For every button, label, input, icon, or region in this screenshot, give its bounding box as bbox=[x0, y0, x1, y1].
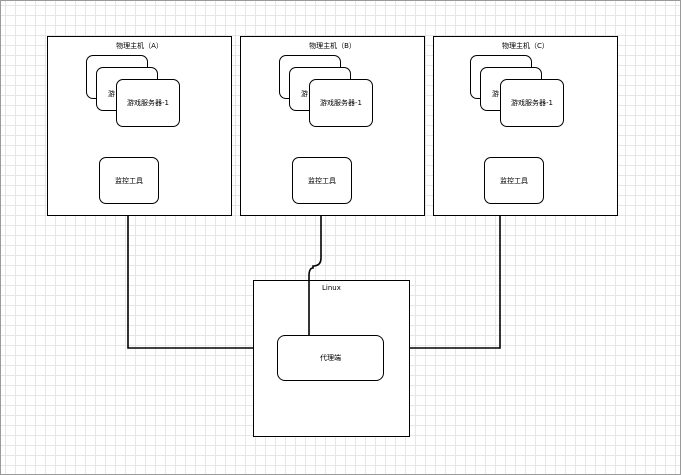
game-server-card: 游戏服务器-1 bbox=[116, 79, 180, 127]
game-server-label-peek: 游 bbox=[492, 90, 499, 98]
monitor-tool: 监控工具 bbox=[99, 157, 159, 204]
host-title: 物理主机（A） bbox=[116, 42, 163, 50]
monitor-tool: 监控工具 bbox=[292, 157, 352, 204]
linux-title: Linux bbox=[322, 284, 341, 292]
physical-host-a: 物理主机（A） 游 游戏服务器-1 监控工具 bbox=[47, 36, 232, 216]
game-server-card: 游戏服务器-1 bbox=[500, 79, 564, 127]
physical-host-b: 物理主机（B） 游 游戏服务器-1 监控工具 bbox=[240, 36, 425, 216]
link-host-c-agent bbox=[384, 203, 501, 349]
monitor-tool: 监控工具 bbox=[484, 157, 544, 204]
game-server-card: 游戏服务器-1 bbox=[309, 79, 373, 127]
link-host-b-agent bbox=[308, 203, 322, 335]
link-host-a-agent bbox=[127, 203, 278, 349]
game-server-label-peek: 游 bbox=[301, 90, 308, 98]
physical-host-c: 物理主机（C） 游 游戏服务器-1 监控工具 bbox=[433, 36, 618, 216]
agent-box: 代理端 bbox=[277, 335, 384, 381]
game-server-label-peek: 游 bbox=[108, 90, 115, 98]
host-title: 物理主机（C） bbox=[502, 42, 549, 50]
host-title: 物理主机（B） bbox=[309, 42, 356, 50]
